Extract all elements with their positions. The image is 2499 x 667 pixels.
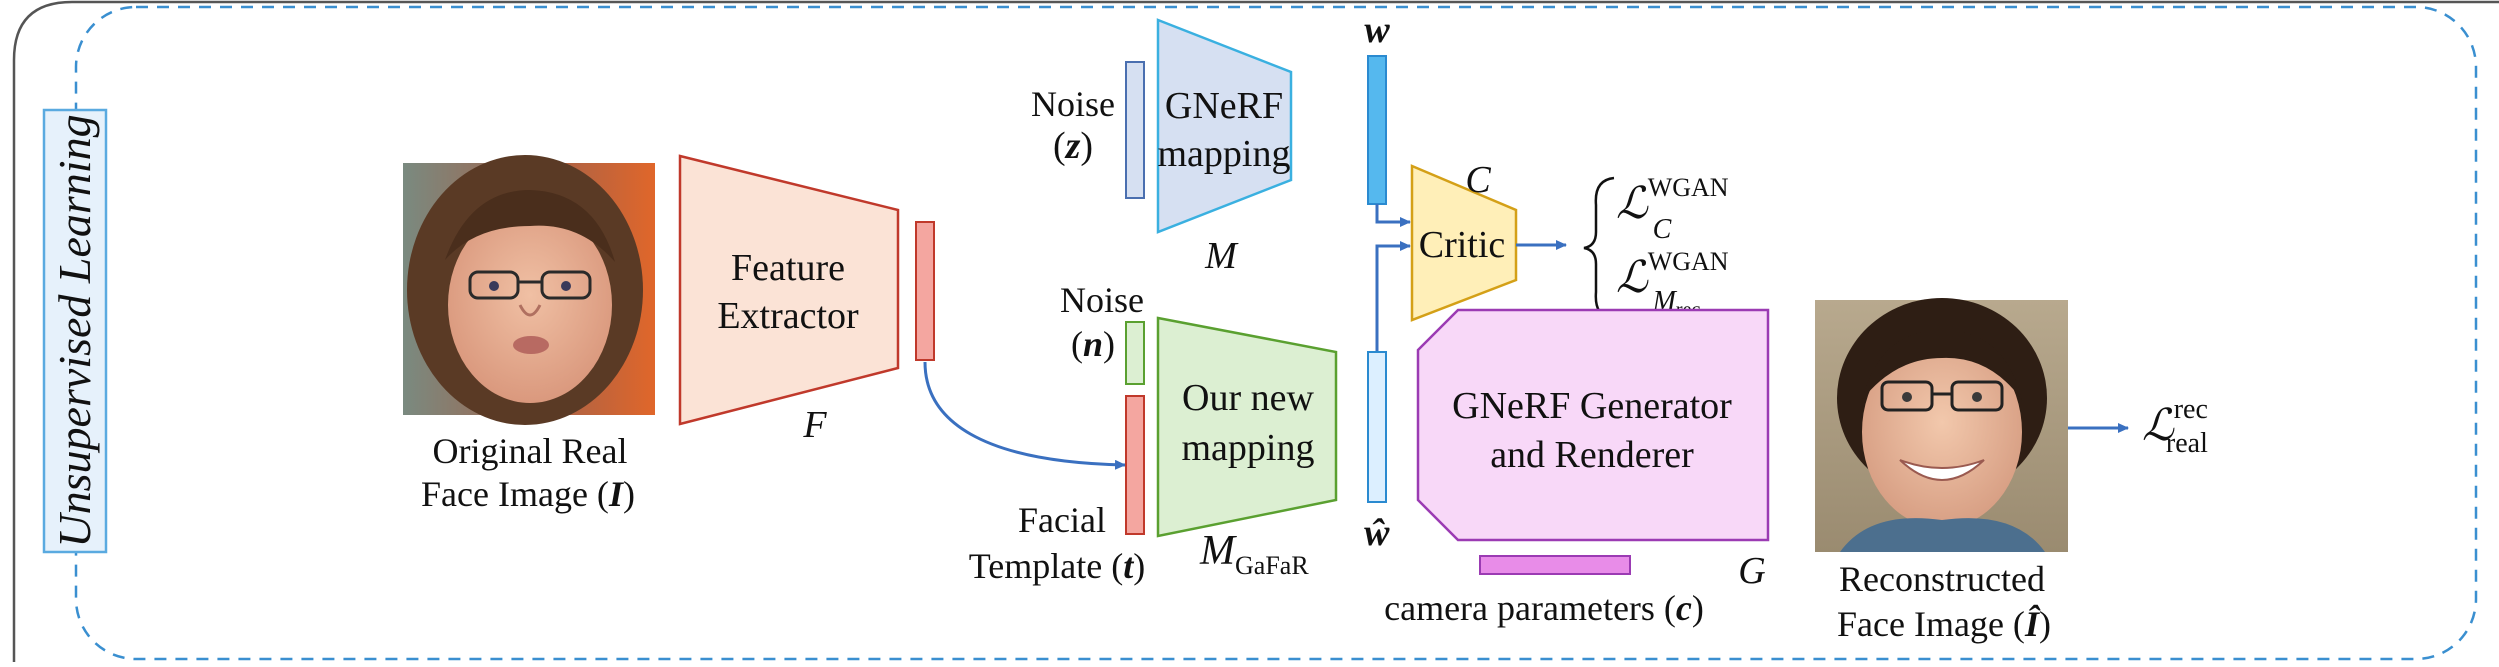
loss-brace bbox=[1583, 176, 1615, 320]
facial-template-label-1: Facial bbox=[1018, 500, 1106, 540]
input-caption-line2: Face Image (I) bbox=[421, 474, 635, 514]
facial-template-vector bbox=[1125, 395, 1145, 535]
gnerf-mapping-block bbox=[1156, 18, 1293, 234]
generator-label-1: GNeRF Generator bbox=[1452, 385, 1732, 427]
noise-z-label: Noise bbox=[1031, 84, 1115, 124]
new-mapping-label-2: mapping bbox=[1182, 427, 1315, 469]
critic-symbol: C bbox=[1465, 159, 1491, 201]
gnerf-mapping-label-2: mapping bbox=[1158, 133, 1291, 175]
input-caption-line1: Original Real bbox=[433, 431, 628, 471]
noise-z-symbol: (z) bbox=[1053, 125, 1093, 167]
what-to-critic-arrow bbox=[1375, 241, 1411, 352]
gnerf-mapping-label-1: GNeRF bbox=[1165, 85, 1283, 127]
w-hat-label: ŵ bbox=[1363, 512, 1390, 554]
feature-extractor-label-2: Extractor bbox=[717, 295, 859, 337]
w-hat-vector bbox=[1367, 351, 1387, 503]
unsupervised-learning-label: Unsupervised Learning bbox=[42, 108, 108, 554]
output-caption-line2: Face Image (Î) bbox=[1837, 604, 2051, 644]
generator-label-2: and Renderer bbox=[1490, 434, 1694, 476]
reconstructed-face-image bbox=[1815, 298, 2068, 552]
unsupervised-region bbox=[74, 5, 2478, 661]
w-vector bbox=[1367, 55, 1387, 205]
feature-vector bbox=[915, 221, 935, 361]
new-mapping-block bbox=[1156, 316, 1338, 538]
gnerf-mapping-symbol: M bbox=[1204, 235, 1239, 277]
camera-parameters-label: camera parameters (c) bbox=[1384, 588, 1704, 628]
section-label: Unsupervised Learning bbox=[49, 114, 100, 547]
noise-n-symbol: (n) bbox=[1071, 324, 1115, 364]
facial-template-label-2: Template (t) bbox=[969, 546, 1145, 586]
generator-block bbox=[1416, 308, 1770, 542]
output-caption-line1: Reconstructed bbox=[1839, 559, 2045, 599]
w-label: w bbox=[1364, 9, 1390, 51]
feature-extractor-block bbox=[678, 154, 900, 426]
new-mapping-label-1: Our new bbox=[1182, 377, 1314, 419]
feature-extractor-symbol: F bbox=[802, 404, 827, 446]
critic-block bbox=[1410, 164, 1518, 322]
feature-to-template-arrow bbox=[923, 361, 1126, 470]
generator-symbol: G bbox=[1738, 550, 1765, 592]
noise-n-vector bbox=[1125, 321, 1145, 385]
input-face-image bbox=[403, 155, 655, 425]
feature-extractor-label-1: Feature bbox=[731, 247, 845, 289]
w-to-critic-arrow bbox=[1375, 204, 1411, 227]
new-mapping-symbol: MGaFaR bbox=[1199, 528, 1309, 580]
outer-frame bbox=[12, 0, 2499, 662]
noise-z-vector bbox=[1125, 61, 1145, 199]
noise-n-label: Noise bbox=[1060, 280, 1144, 320]
camera-parameters-vector bbox=[1479, 555, 1631, 575]
critic-label: Critic bbox=[1419, 224, 1506, 266]
